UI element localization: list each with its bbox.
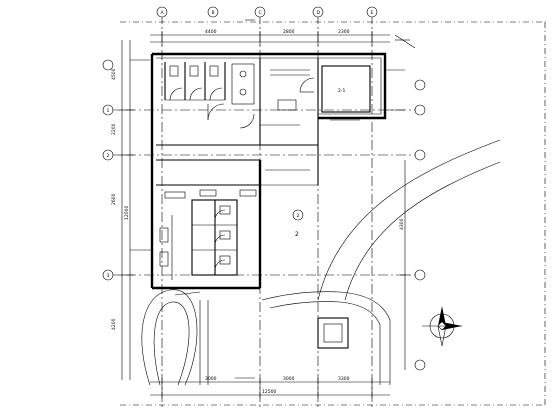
right-dim: 4300 <box>399 218 405 230</box>
top-dimension-chain: 4400 2800 2300 <box>150 29 390 46</box>
room-numbers: 2 2 <box>292 209 304 238</box>
grid-b: B <box>212 10 215 16</box>
grid-bubbles-top: A B C D E <box>156 6 378 18</box>
grid-lines <box>108 14 420 410</box>
grid-2: 2 <box>107 153 110 159</box>
upper-toilet-stalls <box>164 62 255 129</box>
top-dim-1: 4400 <box>205 29 217 35</box>
left-dim-total: 12000 <box>124 206 130 220</box>
left-dimension-chain: 4500 2200 2600 12000 4200 <box>111 40 134 380</box>
lower-toilet-stalls <box>159 189 257 280</box>
grid-bubbles-right <box>414 79 426 371</box>
grid-d: D <box>317 10 321 16</box>
bottom-dim-3: 3300 <box>338 376 350 382</box>
top-dim-3: 2300 <box>338 29 350 35</box>
grid-c: C <box>259 10 262 16</box>
grid-1: 1 <box>107 108 110 114</box>
site-curves <box>141 139 501 386</box>
room-number-upper: 2 <box>297 213 300 219</box>
grid-bubbles-left: 1 2 3 <box>102 59 114 281</box>
north-arrow-icon <box>422 306 462 347</box>
bottom-dimension-chain: 3000 3000 3300 12500 <box>150 376 390 398</box>
minor-annotation-ticks <box>235 19 410 379</box>
bottom-dim-total: 12500 <box>262 389 276 395</box>
grid-3: 3 <box>107 273 110 279</box>
left-dim-5: 4200 <box>111 318 117 330</box>
left-dim-2: 2200 <box>111 123 117 135</box>
building-walls <box>150 52 387 290</box>
room-tag: 2-1 <box>338 88 345 94</box>
top-dim-2: 2800 <box>283 29 295 35</box>
bottom-dim-2: 3000 <box>283 376 295 382</box>
site-boundary <box>120 21 548 406</box>
right-dimension: 4300 <box>399 160 410 370</box>
left-dim-1: 4500 <box>111 68 117 80</box>
bottom-dim-1: 3000 <box>205 376 217 382</box>
room-number-lower: 2 <box>295 231 299 238</box>
annotation-leaders <box>130 34 416 251</box>
left-dim-3: 2600 <box>111 193 117 205</box>
grid-a: A <box>161 10 165 16</box>
upper-right-room: 2-1 <box>270 65 371 113</box>
grid-e: E <box>371 10 374 16</box>
